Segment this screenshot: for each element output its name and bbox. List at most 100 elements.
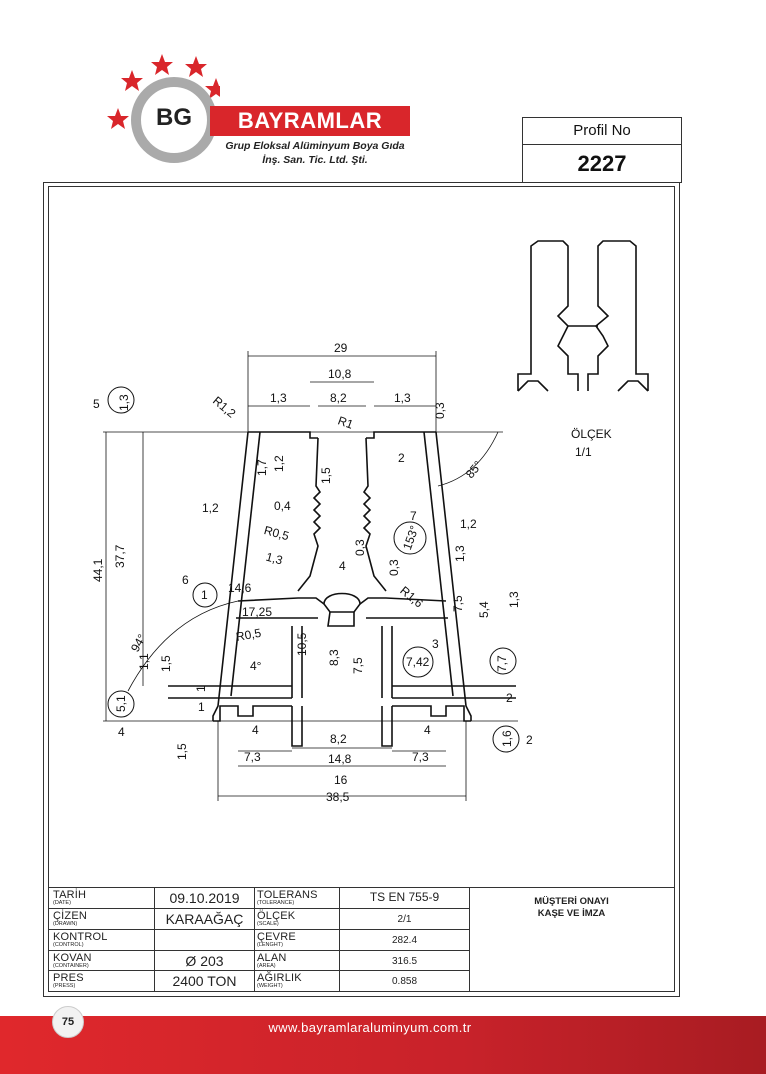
dimension-label: 10,5 xyxy=(295,632,309,656)
dimension-label: 85° xyxy=(463,458,486,481)
dimension-label: 7,7 xyxy=(495,655,509,672)
brand-name: BAYRAMLAR xyxy=(210,106,410,136)
dimension-label: 29 xyxy=(334,341,348,355)
callout-circles xyxy=(107,386,520,753)
dimension-label: R1,2 xyxy=(210,394,239,421)
approval-subtitle: KAŞE VE İMZA xyxy=(537,908,606,919)
dimension-label: 44,1 xyxy=(91,558,105,582)
dimension-label: 1,5 xyxy=(159,655,173,672)
dimension-label: 4 xyxy=(424,723,431,737)
dimension-label: 5,4 xyxy=(477,601,491,618)
scale-label: ÖLÇEK xyxy=(571,427,612,441)
scale-value: 1/1 xyxy=(575,445,592,459)
dimension-labels: 29 10,8 8,2 1,3 1,3 0,3 R1,2 R1 1,7 1,2 … xyxy=(91,341,521,804)
dimension-label: 14,8 xyxy=(328,752,352,766)
dimension-label: 1,2 xyxy=(460,517,477,531)
tb-caption-2: ÖLÇEK(SCALE) xyxy=(257,910,296,927)
dimension-label: 1,2 xyxy=(202,501,219,515)
profile-technical-drawing: ÖLÇEK 1/1 xyxy=(91,240,649,804)
dimension-label: 37,7 xyxy=(113,544,127,568)
dimension-label: 1,5 xyxy=(175,743,189,760)
dimension-label: 4 xyxy=(252,723,259,737)
dimension-label: 1,3 xyxy=(507,591,521,608)
dimension-label: 2 xyxy=(506,691,513,705)
dimension-label: 8,3 xyxy=(327,649,341,666)
dimension-label: 1,3 xyxy=(453,545,467,562)
dimension-label: 2 xyxy=(398,451,405,465)
dimension-label: 0,3 xyxy=(387,559,401,576)
dimension-label: 7,5 xyxy=(351,657,365,674)
dimension-label: R0,5 xyxy=(262,523,290,543)
dimension-label: 5 xyxy=(93,397,100,411)
tb-caption-2: AĞIRLIK(WEIGHT) xyxy=(257,972,302,989)
dimension-label: 7,5 xyxy=(451,595,465,612)
dimension-label: 1,5 xyxy=(319,467,333,484)
dimension-label: 4 xyxy=(118,725,125,739)
title-block: TARİH(DATE) 09.10.2019 TOLERANS(TOLERANCE)… xyxy=(48,887,675,992)
tb-value-2: 282.4 xyxy=(391,935,418,946)
dimension-label: 0,3 xyxy=(433,402,447,419)
dimension-label: 0,3 xyxy=(353,539,367,556)
tb-caption: TARİH(DATE) xyxy=(53,889,87,906)
approval-title: MÜŞTERİ ONAYI xyxy=(534,896,609,907)
company-logo: BG BAYRAMLAR Grup Eloksal Alüminyum Boya… xyxy=(100,48,430,178)
tb-caption-2: ALAN(AREA) xyxy=(257,952,287,969)
dimension-label: 1,3 xyxy=(264,550,284,568)
tb-value-2: TS EN 755-9 xyxy=(369,890,440,904)
dimension-label: 94° xyxy=(128,632,149,655)
tb-value: 2400 TON xyxy=(172,973,237,989)
dimension-label: 0,4 xyxy=(274,499,291,513)
dimension-label: 17,25 xyxy=(242,605,272,619)
profile-label: Profil No xyxy=(523,118,681,145)
dimension-label: 14,6 xyxy=(228,581,252,595)
profile-thumbnail xyxy=(517,240,649,392)
dimension-label: 1,3 xyxy=(394,391,411,405)
profile-number-box: Profil No 2227 xyxy=(522,117,682,183)
dimension-label: 38,5 xyxy=(326,790,350,804)
dimension-lines xyxy=(103,351,518,801)
dimension-label: 7,42 xyxy=(406,655,430,669)
dimension-label: 1,3 xyxy=(270,391,287,405)
dimension-label: 6 xyxy=(182,573,189,587)
website-link[interactable]: www.bayramlaraluminyum.com.tr xyxy=(268,1020,472,1035)
dimension-label: 153° xyxy=(400,523,422,551)
tb-caption-2: ÇEVRE(LENGHT) xyxy=(257,931,296,948)
dimension-label: 1,6 xyxy=(500,730,514,747)
dimension-label: R1 xyxy=(336,413,356,432)
dimension-label: 1,1 xyxy=(137,653,151,670)
dimension-label: 1 xyxy=(194,685,208,692)
page-number: 75 xyxy=(52,1006,84,1038)
dimension-label: 7 xyxy=(410,509,417,523)
stars-icon xyxy=(107,54,220,129)
tb-caption-2: TOLERANS(TOLERANCE) xyxy=(257,889,318,906)
tb-value-2: 316.5 xyxy=(391,956,418,967)
dimension-label: 8,2 xyxy=(330,391,347,405)
dimension-label: 3 xyxy=(432,637,439,651)
dimension-label: 1 xyxy=(201,588,208,602)
dimension-label: 2 xyxy=(526,733,533,747)
dimension-label: 16 xyxy=(334,773,348,787)
callout-labels: 5 1,3 6 1 4 2 xyxy=(93,394,533,747)
footer-bar xyxy=(0,1016,766,1074)
dimension-label: 1 xyxy=(198,700,205,714)
profile-outline xyxy=(168,431,516,747)
dimension-label: 4° xyxy=(250,659,262,673)
tb-value: 09.10.2019 xyxy=(169,890,240,906)
company-subtitle-1: Grup Eloksal Alüminyum Boya Gıda xyxy=(225,140,405,152)
dimension-label: 8,2 xyxy=(330,732,347,746)
profile-number: 2227 xyxy=(577,151,627,176)
tb-value: KARAAĞAÇ xyxy=(165,911,244,927)
tb-caption: ÇİZEN(DRAWN) xyxy=(53,910,87,927)
tb-value-2: 0.858 xyxy=(391,976,418,987)
drawing-frame xyxy=(43,182,680,997)
dimension-label: 4 xyxy=(339,559,346,573)
logo-initials: BG xyxy=(156,104,192,131)
dimension-label: R1,6 xyxy=(397,583,426,610)
tb-caption: PRES(PRESS) xyxy=(53,972,84,989)
dimension-label: 10,8 xyxy=(328,367,352,381)
dimension-label: 1,3 xyxy=(117,394,131,411)
dimension-label: R0,5 xyxy=(235,626,263,644)
dimension-label: 7,3 xyxy=(244,750,261,764)
tb-caption: KONTROL(CONTROL) xyxy=(53,931,108,948)
tb-value: Ø 203 xyxy=(185,953,224,969)
